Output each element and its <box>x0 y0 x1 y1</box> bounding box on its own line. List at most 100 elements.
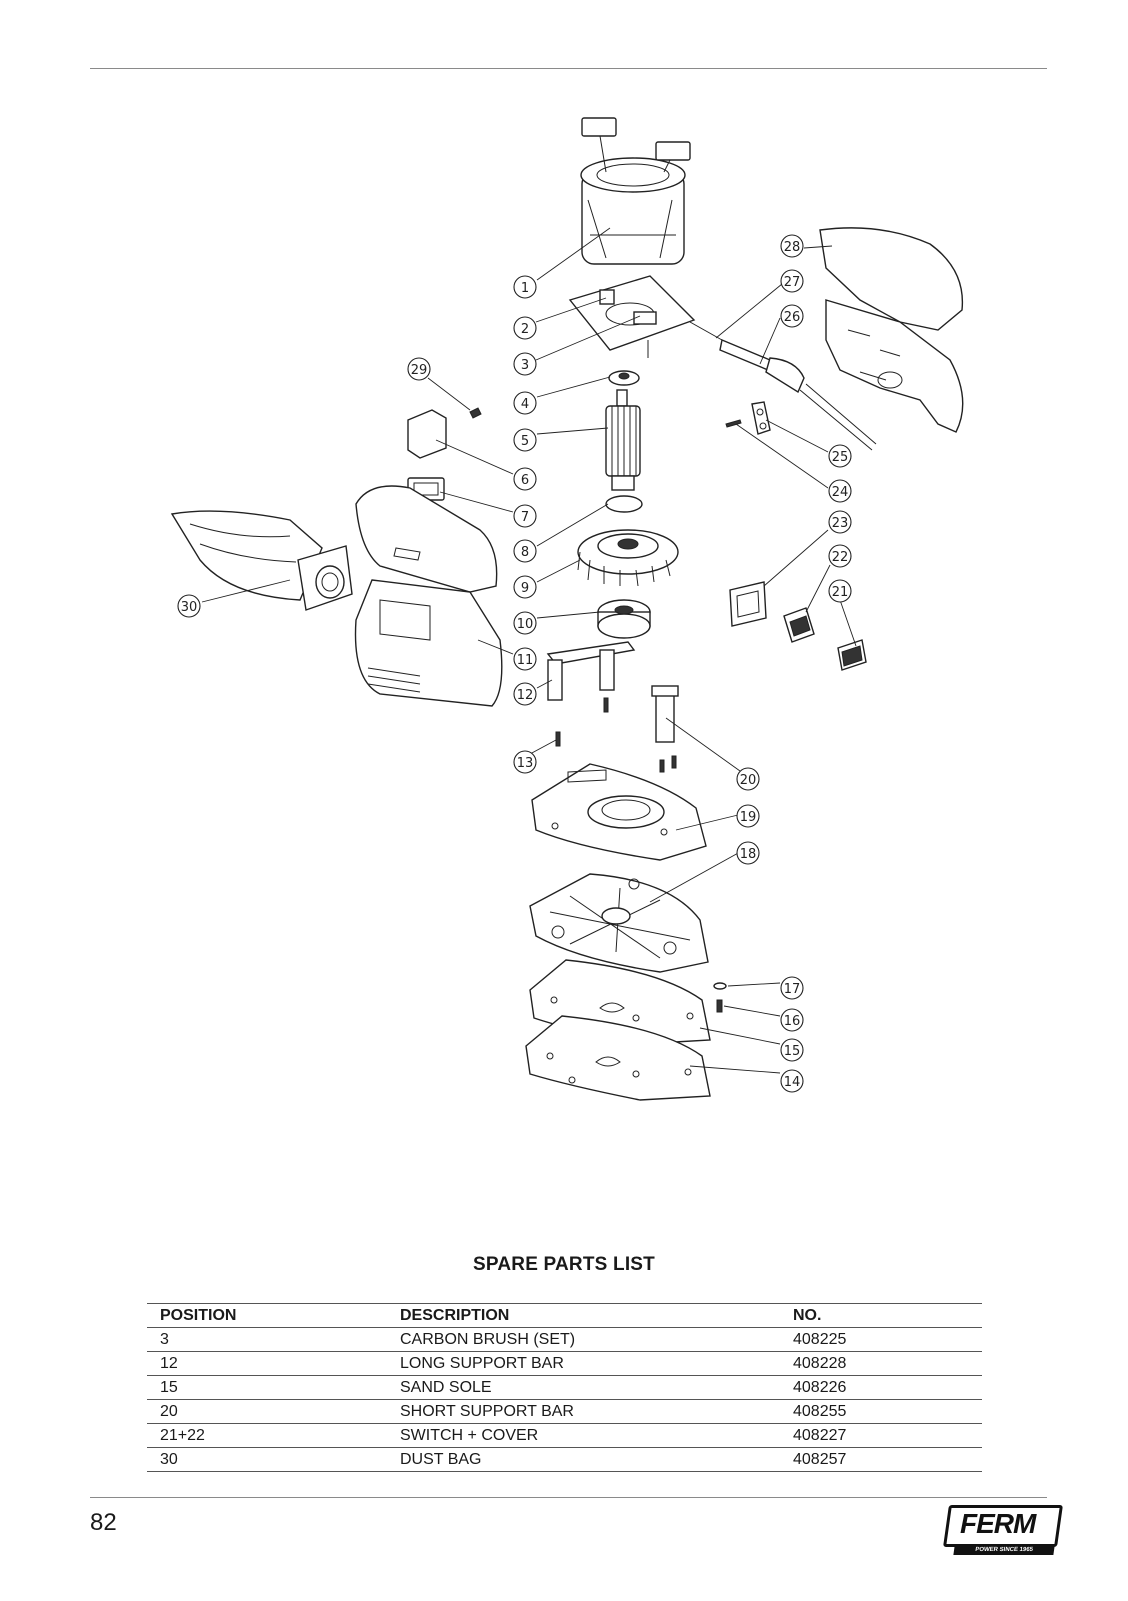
part-switch-assembly <box>729 581 867 671</box>
cell-position: 21+22 <box>147 1423 387 1448</box>
svg-text:3: 3 <box>521 358 529 373</box>
part-housing <box>354 485 503 707</box>
callout-21: 21 <box>828 579 852 603</box>
part-dust-bag <box>170 510 353 611</box>
table-row: 20 SHORT SUPPORT BAR 408255 <box>147 1399 982 1424</box>
cell-position: 20 <box>147 1399 387 1424</box>
logo-wordmark: FERM <box>960 1508 1036 1539</box>
svg-text:30: 30 <box>181 600 198 615</box>
column-header-description: DESCRIPTION <box>387 1303 780 1328</box>
part-sanding-pad <box>529 873 709 973</box>
part-screw-13 <box>555 731 561 747</box>
cell-description: LONG SUPPORT BAR <box>387 1351 780 1376</box>
cell-description: SWITCH + COVER <box>387 1423 780 1448</box>
callout-15: 15 <box>780 1038 804 1062</box>
callout-6: 6 <box>513 467 537 491</box>
cell-description: SAND SOLE <box>387 1375 780 1400</box>
callout-9: 9 <box>513 575 537 599</box>
callout-19: 19 <box>736 804 760 828</box>
svg-text:17: 17 <box>784 982 801 997</box>
cell-number: 408257 <box>780 1447 982 1472</box>
callout-22: 22 <box>828 544 852 568</box>
callout-20: 20 <box>736 767 760 791</box>
callout-2: 2 <box>513 316 537 340</box>
logo-tagline: POWER SINCE 1965 <box>953 1546 1055 1555</box>
svg-text:7: 7 <box>521 510 529 525</box>
cell-position: 3 <box>147 1327 387 1352</box>
svg-text:4: 4 <box>521 397 529 412</box>
part-screw-29 <box>469 407 482 419</box>
svg-text:12: 12 <box>517 688 534 703</box>
callout-25: 25 <box>828 444 852 468</box>
table-header-row: POSITION DESCRIPTION NO. <box>147 1303 982 1328</box>
ferm-logo: FERM POWER SINCE 1965 <box>943 1505 1063 1557</box>
svg-text:16: 16 <box>784 1014 801 1029</box>
part-brush-plate <box>568 275 696 358</box>
callout-13: 13 <box>513 750 537 774</box>
column-header-position: POSITION <box>147 1303 387 1328</box>
table-row: 12 LONG SUPPORT BAR 408228 <box>147 1351 982 1376</box>
cell-number: 408255 <box>780 1399 982 1424</box>
column-header-number: NO. <box>780 1303 982 1328</box>
table-row: 3 CARBON BRUSH (SET) 408225 <box>147 1327 982 1352</box>
table-row: 15 SAND SOLE 408226 <box>147 1375 982 1400</box>
cell-number: 408228 <box>780 1351 982 1376</box>
svg-text:22: 22 <box>832 550 849 565</box>
cell-description: DUST BAG <box>387 1447 780 1472</box>
svg-text:23: 23 <box>832 516 849 531</box>
cell-position: 12 <box>147 1351 387 1376</box>
part-sand-sole <box>525 959 711 1101</box>
callout-24: 24 <box>828 479 852 503</box>
cell-description: SHORT SUPPORT BAR <box>387 1399 780 1424</box>
callout-17: 17 <box>780 976 804 1000</box>
part-fan <box>577 495 679 587</box>
svg-text:6: 6 <box>521 473 529 488</box>
callout-28: 28 <box>780 234 804 258</box>
callout-26: 26 <box>780 304 804 328</box>
part-long-support-bar <box>546 641 636 701</box>
svg-text:1: 1 <box>521 281 529 296</box>
svg-text:2: 2 <box>521 322 529 337</box>
top-divider <box>90 68 1047 69</box>
svg-text:10: 10 <box>517 617 534 632</box>
part-cord-clamp <box>725 401 771 435</box>
callout-7: 7 <box>513 504 537 528</box>
svg-text:28: 28 <box>784 240 801 255</box>
part-short-support-bar <box>651 685 679 773</box>
svg-text:29: 29 <box>411 363 428 378</box>
svg-text:24: 24 <box>832 485 849 500</box>
part-screw-center <box>603 697 609 713</box>
spare-parts-table: POSITION DESCRIPTION NO. 3 CARBON BRUSH … <box>147 1303 982 1472</box>
svg-text:20: 20 <box>740 773 757 788</box>
svg-text:9: 9 <box>521 581 529 596</box>
svg-text:15: 15 <box>784 1044 801 1059</box>
cell-number: 408225 <box>780 1327 982 1352</box>
callout-4: 4 <box>513 391 537 415</box>
svg-text:13: 13 <box>517 756 534 771</box>
bottom-divider <box>90 1497 1047 1498</box>
part-stator <box>580 117 691 265</box>
svg-text:27: 27 <box>784 275 801 290</box>
callout-10: 10 <box>513 611 537 635</box>
callout-27: 27 <box>780 269 804 293</box>
callout-8: 8 <box>513 539 537 563</box>
cell-number: 408226 <box>780 1375 982 1400</box>
svg-text:5: 5 <box>521 434 529 449</box>
callout-30: 30 <box>177 594 201 618</box>
callout-16: 16 <box>780 1008 804 1032</box>
callout-5: 5 <box>513 428 537 452</box>
svg-text:21: 21 <box>832 585 849 600</box>
svg-text:26: 26 <box>784 310 801 325</box>
callout-14: 14 <box>780 1069 804 1093</box>
part-counterweight <box>597 599 651 639</box>
callout-29: 29 <box>407 357 431 381</box>
part-bearing-top <box>608 370 640 386</box>
exploded-view-diagram: 1 2 3 4 5 6 7 8 9 10 11 12 13 14 15 16 1… <box>170 117 964 1101</box>
part-armature <box>605 389 641 491</box>
cell-description: CARBON BRUSH (SET) <box>387 1327 780 1352</box>
part-filter <box>407 409 447 501</box>
cell-position: 15 <box>147 1375 387 1400</box>
callout-3: 3 <box>513 352 537 376</box>
leader-lines <box>201 227 857 1074</box>
svg-text:14: 14 <box>784 1075 801 1090</box>
